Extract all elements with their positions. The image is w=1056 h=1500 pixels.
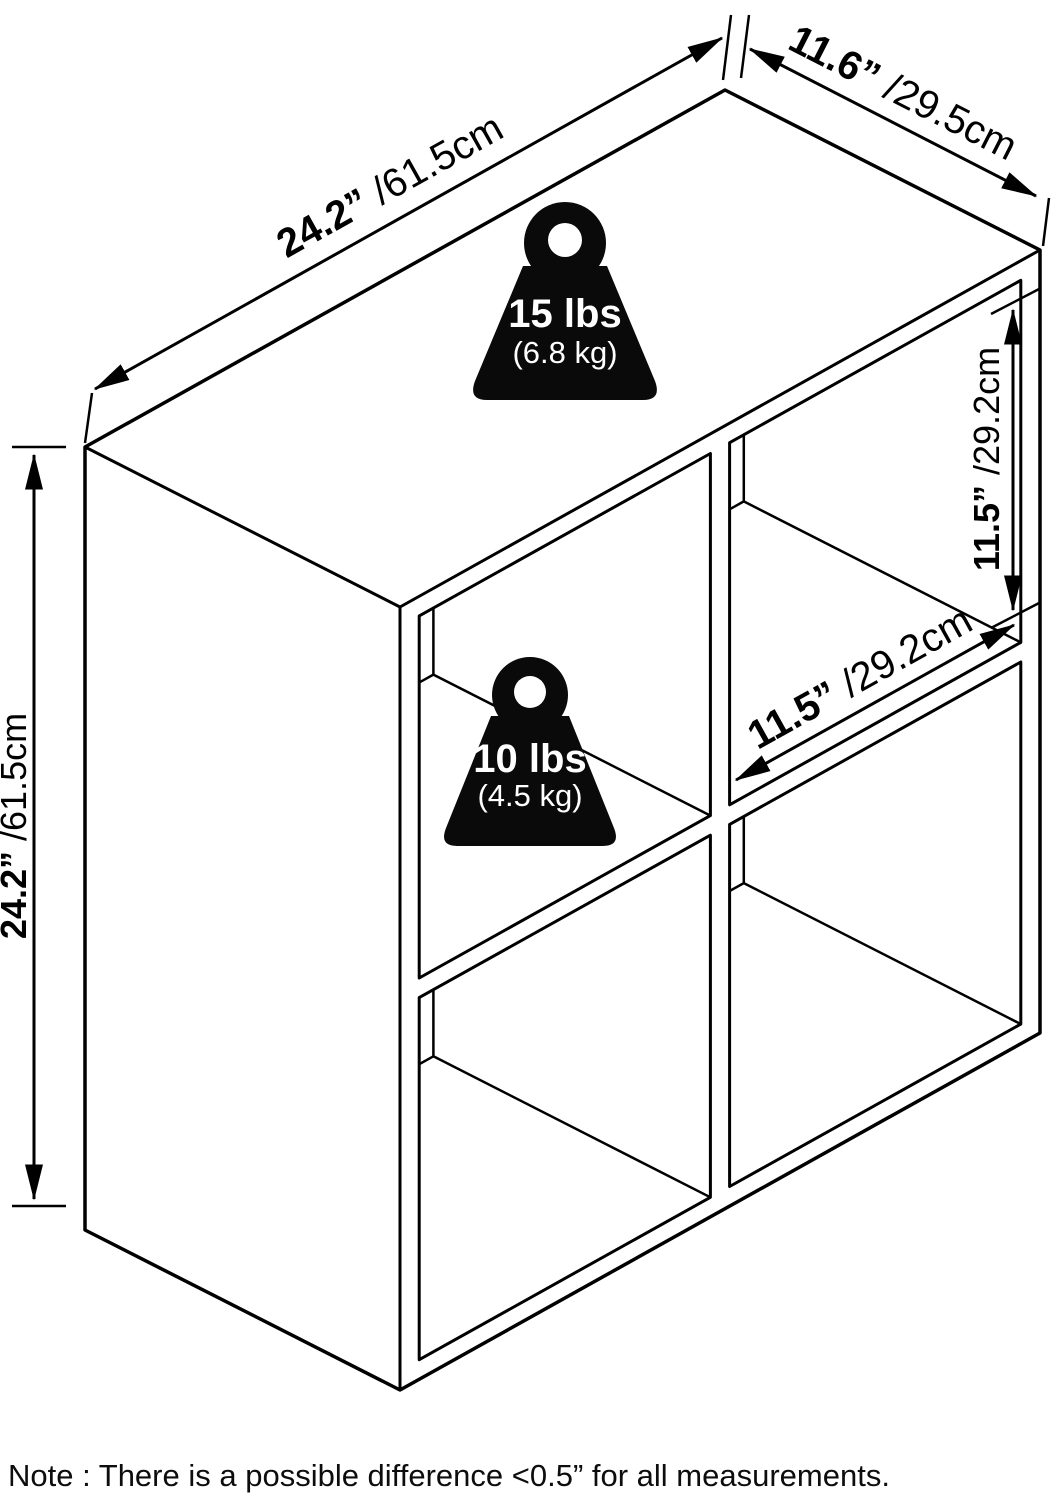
dimension-cube-height: 11.5” /29.2cm [966, 286, 1042, 630]
dimension-overall-height: 24.2” /61.5cm [0, 445, 66, 1208]
extension-tick [83, 392, 94, 444]
dim-value: 24.2” [270, 180, 377, 266]
cube-interior-top-right [729, 280, 1021, 666]
dim-value: 24.2” [0, 851, 34, 939]
extension-tick [990, 286, 1042, 316]
weight-capacity-icon-top: 15 lbs (6.8 kg) [473, 202, 657, 400]
dimension-line [734, 623, 1016, 782]
top-left-face-edge [84, 445, 401, 609]
extension-tick [721, 14, 733, 81]
weight-handle-hole [514, 676, 546, 708]
measurement-note: Note : There is a possible difference <0… [8, 1458, 890, 1493]
weight-body [473, 266, 657, 400]
weight-kilograms-label: (6.8 kg) [512, 335, 617, 370]
dim-unit: /29.2cm [966, 347, 1007, 485]
dimension-label: 11.5” /29.2cm [966, 347, 1007, 571]
extension-tick [739, 14, 751, 79]
dimension-label: 24.2” /61.5cm [0, 713, 34, 939]
dimension-line [93, 36, 724, 391]
cube-interior-bottom-left [419, 835, 711, 1221]
dim-value: 11.5” [966, 485, 1007, 571]
cube-depth-edge [743, 500, 1021, 644]
dim-unit: /61.5cm [0, 713, 34, 851]
weight-pounds-label: 10 lbs [473, 737, 586, 781]
extension-tick [1041, 197, 1051, 247]
dim-unit: /61.5cm [355, 106, 510, 219]
weight-handle-hole [548, 223, 582, 257]
dim-unit: /29.5cm [867, 60, 1024, 169]
dim-value: 11.6” [782, 17, 887, 100]
weight-pounds-label: 15 lbs [508, 292, 621, 336]
cube-depth-edge [432, 1055, 711, 1199]
cube-interior-bottom-right [729, 662, 1021, 1048]
weight-capacity-icon-shelf: 10 lbs (4.5 kg) [444, 657, 616, 846]
cube-depth-edge [743, 881, 1021, 1026]
top-front-face-edge [399, 248, 1041, 609]
dimension-line [748, 47, 1038, 198]
weight-kilograms-label: (4.5 kg) [477, 778, 582, 813]
extension-tick [990, 600, 1042, 630]
weight-body [444, 716, 616, 846]
